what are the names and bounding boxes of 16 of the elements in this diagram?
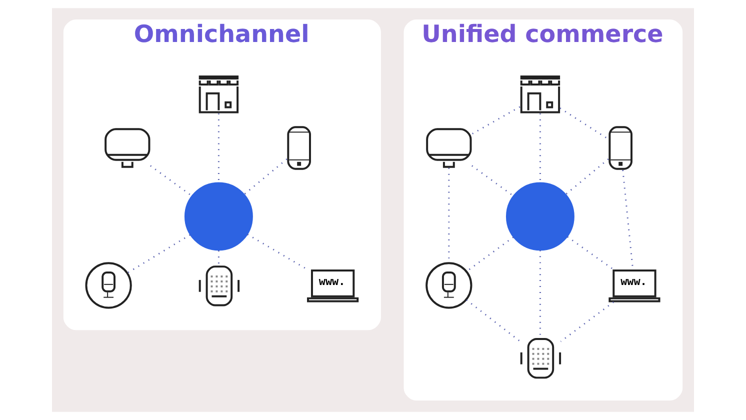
- connector: [472, 165, 514, 196]
- node-circle: [506, 182, 574, 251]
- connector: [126, 234, 190, 274]
- connector: [565, 158, 609, 195]
- connector: [244, 158, 288, 195]
- connector: [466, 236, 514, 272]
- node-picture: [426, 262, 472, 309]
- connector: [247, 234, 308, 270]
- connector: [472, 106, 520, 135]
- connector: [560, 108, 610, 140]
- connector: [150, 165, 192, 196]
- connector: [560, 301, 614, 342]
- connector: [567, 236, 614, 270]
- node-circle: [184, 182, 253, 251]
- node-picture: [85, 262, 132, 309]
- connector: [466, 299, 520, 342]
